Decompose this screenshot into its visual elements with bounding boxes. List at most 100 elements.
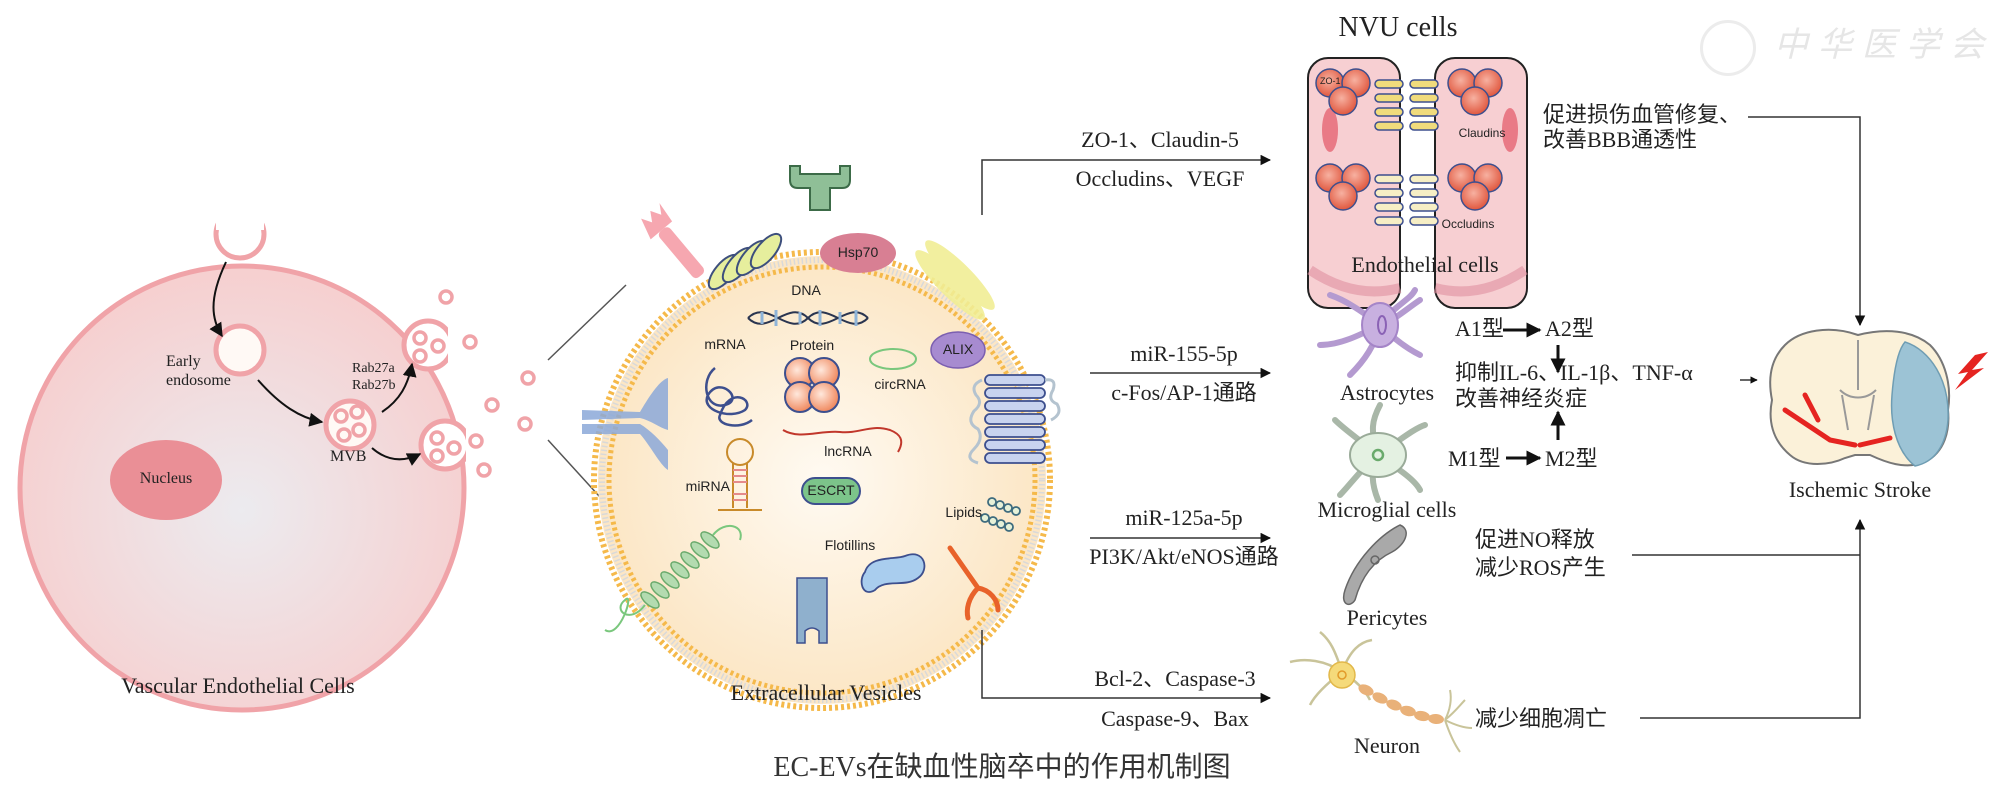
endocytosis-arrow bbox=[209, 261, 227, 338]
inflammation-line-1: 抑制IL-6、IL-1β、TNF-α bbox=[1455, 360, 1693, 385]
lipid-chain bbox=[980, 497, 1021, 532]
a1-type-label: A1型 bbox=[1455, 316, 1504, 341]
pink-receptor bbox=[641, 203, 705, 279]
vascular-repair-line-2: 改善BBB通透性 bbox=[1543, 127, 1698, 152]
claudins-label: Claudins bbox=[1458, 126, 1506, 140]
dna-label: DNA bbox=[791, 282, 821, 298]
m2-type-label: M2型 bbox=[1545, 446, 1598, 471]
nvu-illustration bbox=[1307, 57, 1528, 309]
released-exosomes bbox=[412, 289, 536, 478]
astrocytes-label: Astrocytes bbox=[1339, 380, 1435, 405]
escrt-label: ESCRT bbox=[807, 482, 855, 498]
figure-caption: EC-EVs在缺血性脑卒中的作用机制图 bbox=[773, 752, 1231, 783]
arrow-to-neuron bbox=[981, 630, 1272, 704]
zo1-clusters bbox=[1315, 68, 1503, 211]
lncrna-label: lncRNA bbox=[824, 443, 872, 459]
m1-type-label: M1型 bbox=[1448, 446, 1501, 471]
pathway-4-below: Caspase-9、Bax bbox=[1101, 706, 1249, 731]
rab27-arrow bbox=[381, 362, 417, 413]
apoptosis-label: 减少细胞凋亡 bbox=[1475, 706, 1608, 731]
multivesicular-body bbox=[323, 398, 377, 452]
watermark-seal-icon bbox=[1700, 20, 1756, 76]
rab27b-label: Rab27b bbox=[352, 378, 396, 393]
pathway-2-above: miR-155-5p bbox=[1130, 341, 1238, 366]
pathway-3-below: PI3K/Akt/eNOS通路 bbox=[1089, 544, 1279, 569]
nucleus-right bbox=[1502, 108, 1518, 152]
pathway-1-above: ZO-1、Claudin-5 bbox=[1081, 127, 1239, 152]
protein-cluster bbox=[784, 357, 840, 413]
hsp70-marker bbox=[820, 233, 896, 273]
claudin-strands bbox=[1374, 79, 1439, 131]
early-endosome-label-1: Early bbox=[166, 353, 201, 370]
hsp70-label: Hsp70 bbox=[837, 244, 879, 260]
circrna-ring bbox=[869, 348, 917, 370]
rab27a-label: Rab27a bbox=[352, 361, 395, 376]
mrna-strand bbox=[705, 367, 753, 427]
antibody-receptor bbox=[947, 545, 1001, 621]
lncrna-strand bbox=[782, 427, 903, 453]
lipids-label: Lipids bbox=[945, 504, 982, 520]
extracellular-vesicle-illustration bbox=[582, 165, 1061, 711]
vascular-repair-line-1: 促进损伤血管修复、 bbox=[1543, 102, 1742, 127]
vascular-repair-to-stroke bbox=[1748, 116, 1866, 327]
arrow-to-nvu bbox=[981, 154, 1272, 215]
bottom-receptor bbox=[796, 577, 828, 644]
nucleus bbox=[110, 440, 222, 520]
mirna-hairpin bbox=[718, 438, 762, 511]
endothelial-cell-illustration bbox=[17, 200, 536, 713]
transmembrane-receptor bbox=[984, 374, 1046, 464]
alix-label: ALIX bbox=[942, 341, 974, 357]
neuron-illustration bbox=[1289, 631, 1473, 753]
brain-stroke-illustration bbox=[1769, 328, 1988, 467]
zo1-label: ZO-1 bbox=[1320, 76, 1341, 86]
nucleus-label: Nucleus bbox=[139, 470, 193, 487]
channel-upper bbox=[582, 378, 668, 430]
escrt-complex bbox=[801, 477, 861, 505]
mrna-label: mRNA bbox=[704, 336, 746, 352]
pathway-1-below: Occludins、VEGF bbox=[1075, 166, 1245, 191]
watermark: 中华医学会 bbox=[1700, 20, 1994, 76]
occludins-label: Occludins bbox=[1441, 217, 1495, 231]
channel-lower bbox=[582, 424, 668, 470]
early-endosome-label-2: endosome bbox=[166, 372, 231, 389]
neuron-label: Neuron bbox=[1354, 733, 1420, 758]
tetraspanin-receptor bbox=[789, 165, 851, 211]
no-release-line-1: 促进NO释放 bbox=[1475, 527, 1595, 552]
nucleus-left bbox=[1322, 108, 1338, 152]
occludin-strands bbox=[1374, 174, 1439, 226]
microglial-cells-label: Microglial cells bbox=[1317, 497, 1457, 522]
pericyte-illustration bbox=[1343, 524, 1407, 606]
zoom-line-upper bbox=[547, 284, 627, 361]
exocytosis-pocket-lower bbox=[418, 418, 472, 472]
pathway-3-above: miR-125a-5p bbox=[1125, 505, 1243, 530]
infarct-region bbox=[1890, 341, 1949, 467]
integrin-coil bbox=[707, 232, 783, 291]
occluded-artery bbox=[1782, 392, 1893, 448]
apoptosis-to-stroke bbox=[1640, 518, 1866, 719]
endothelial-cell-body bbox=[17, 263, 467, 713]
microglia-illustration bbox=[1332, 402, 1428, 503]
yellow-receptor bbox=[915, 240, 995, 320]
astrocyte-illustration bbox=[1317, 287, 1423, 378]
outer-lipid-layer bbox=[591, 249, 1053, 711]
extracellular-vesicles-title: Extracellular Vesicles bbox=[730, 680, 922, 705]
early-endosome bbox=[213, 323, 267, 377]
mirna-label: miRNA bbox=[685, 478, 730, 494]
nvu-cells-title: NVU cells bbox=[1338, 12, 1458, 43]
flotillins-label: Flotillins bbox=[824, 537, 876, 553]
bilayer-tails bbox=[599, 257, 1045, 703]
pathway-2-below: c-Fos/AP-1通路 bbox=[1111, 380, 1257, 405]
endothelial-cells-label: Endothelial cells bbox=[1351, 252, 1499, 277]
mvb-fusion-arrow bbox=[371, 447, 422, 466]
spiral-receptor bbox=[640, 531, 720, 609]
mvb-label: MVB bbox=[330, 448, 367, 465]
lightning-icon bbox=[1955, 352, 1988, 390]
a2-type-label: A2型 bbox=[1545, 316, 1594, 341]
flotillin bbox=[860, 553, 926, 593]
inner-lipid-layer bbox=[606, 264, 1038, 696]
pathway-4-above: Bcl-2、Caspase-3 bbox=[1094, 666, 1256, 691]
circrna-label: circRNA bbox=[874, 376, 926, 392]
endosome-to-mvb-arrow bbox=[257, 379, 324, 427]
ischemic-stroke-label: Ischemic Stroke bbox=[1788, 477, 1932, 502]
alix-marker bbox=[930, 331, 986, 369]
